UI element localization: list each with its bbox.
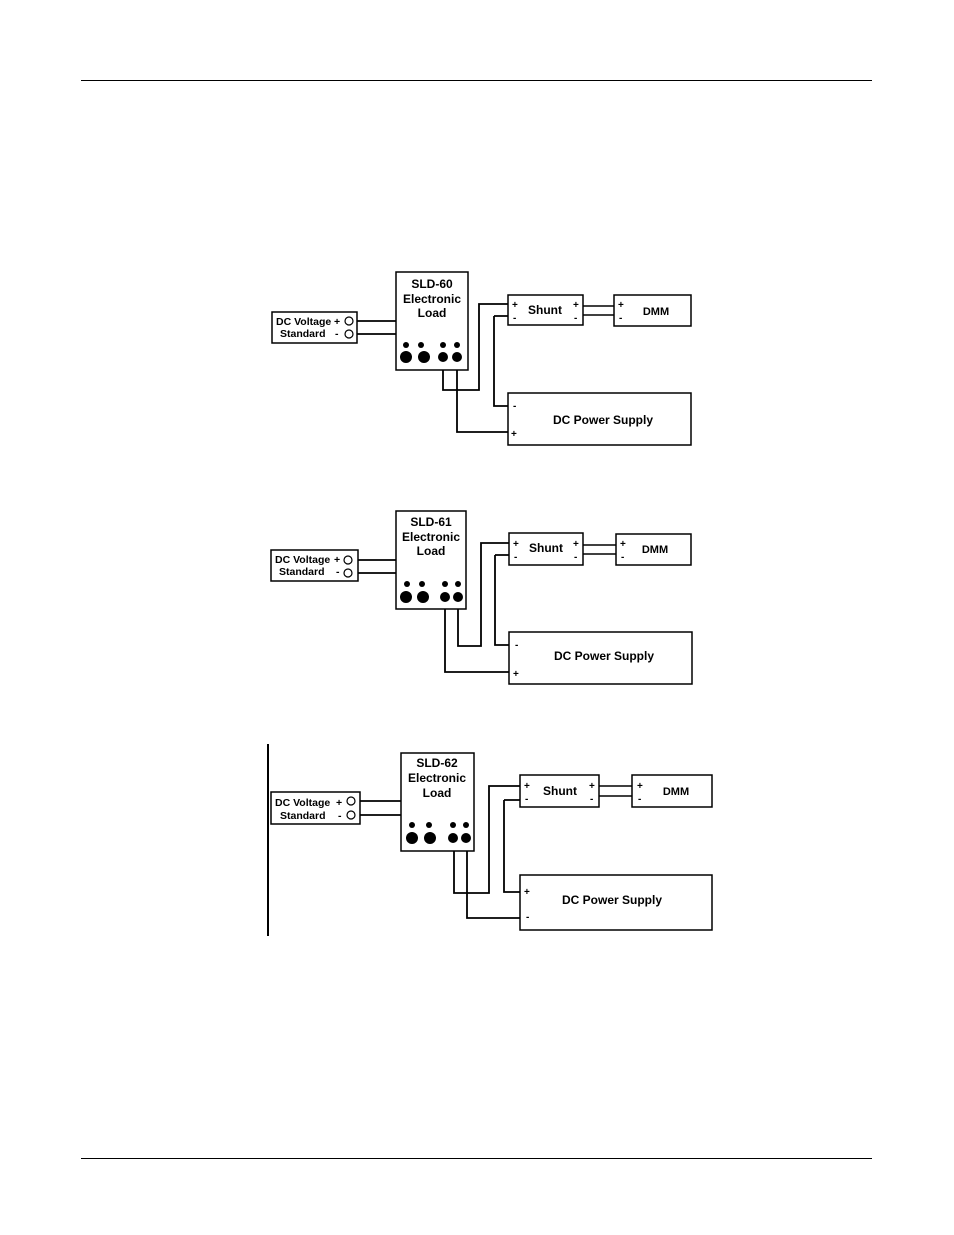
dmm-box (615, 533, 692, 566)
shunt-label: Shunt (528, 303, 562, 317)
binding-post-icon (344, 316, 354, 326)
dmm-minus: - (619, 313, 622, 324)
wire-shunt-dmm-1 (582, 305, 614, 316)
wire-shunt-dmm-3 (598, 785, 632, 797)
load-line3: Load (418, 306, 447, 320)
standard-minus: - (336, 566, 340, 578)
footer-rule (81, 1158, 872, 1159)
power-supply-label: DC Power Supply (554, 649, 654, 663)
load-line2: Electronic (402, 530, 460, 544)
shunt-plus-left: + (513, 539, 519, 550)
power-supply-box (508, 631, 693, 685)
wire-shunt-psu-1 (493, 315, 508, 407)
shunt-box (508, 532, 584, 566)
psu-bottom-terminal: - (526, 912, 529, 923)
shunt-minus-left: - (513, 313, 516, 324)
standard-line1: DC Voltage (276, 316, 331, 328)
shunt-minus-right: - (590, 794, 593, 805)
shunt-box (519, 774, 600, 808)
header-rule (81, 80, 872, 81)
wire-load-shunt-2 (457, 542, 509, 647)
dmm-label: DMM (642, 544, 668, 556)
binding-post-icon (346, 796, 356, 806)
psu-top-terminal: - (515, 640, 518, 651)
load-line2: Electronic (403, 292, 461, 306)
binding-post-icon (344, 329, 354, 339)
shunt-plus-right: + (573, 539, 579, 550)
change-bar (267, 744, 269, 936)
dmm-box (613, 294, 692, 327)
shunt-plus-left: + (512, 300, 518, 311)
load-model: SLD-61 (410, 515, 452, 529)
shunt-minus-right: - (574, 552, 577, 563)
diagram-sld-62: DC Voltage Standard + - SLD-62 Electroni… (270, 752, 713, 931)
wire-load-shunt-1 (442, 303, 508, 391)
power-supply-label: DC Power Supply (562, 893, 662, 907)
binding-post-icon (346, 810, 356, 820)
standard-plus: + (334, 554, 340, 566)
psu-bottom-terminal: + (511, 429, 517, 440)
dmm-box (631, 774, 713, 808)
wire-load-psu-plus-1 (456, 354, 508, 433)
wire-load-psu-minus-3 (466, 839, 520, 919)
standard-line2: Standard (279, 566, 325, 578)
psu-top-terminal: - (513, 401, 516, 412)
standard-line2: Standard (280, 328, 326, 340)
standard-line2: Standard (280, 810, 326, 822)
load-model: SLD-60 (411, 277, 453, 291)
wire-load-shunt-3 (453, 785, 520, 894)
power-supply-box (519, 874, 713, 931)
power-supply-box (507, 392, 692, 446)
shunt-box (507, 294, 584, 326)
wire-shunt-dmm-2 (583, 544, 616, 555)
dmm-label: DMM (663, 786, 689, 798)
voltage-standard-box (270, 791, 361, 825)
dmm-plus: + (620, 539, 626, 550)
dmm-plus: + (637, 781, 643, 792)
shunt-label: Shunt (543, 784, 577, 798)
shunt-label: Shunt (529, 541, 563, 555)
standard-line1: DC Voltage (275, 797, 330, 809)
standard-minus: - (338, 810, 342, 822)
dmm-minus: - (638, 794, 641, 805)
shunt-plus-right: + (589, 781, 595, 792)
standard-line1: DC Voltage (275, 554, 330, 566)
load-model: SLD-62 (416, 756, 458, 770)
load-line3: Load (417, 544, 446, 558)
psu-bottom-terminal: + (513, 669, 519, 680)
wire-shunt-psu-3 (503, 799, 520, 893)
binding-post-icon (343, 555, 353, 565)
dmm-label: DMM (643, 306, 669, 318)
standard-plus: + (336, 797, 342, 809)
standard-plus: + (334, 316, 340, 328)
dmm-minus: - (621, 552, 624, 563)
wire-shunt-psu-2 (494, 554, 509, 646)
standard-minus: - (335, 328, 339, 340)
terminal-jacks (406, 822, 471, 844)
power-supply-label: DC Power Supply (553, 413, 653, 427)
load-line3: Load (423, 786, 452, 800)
dmm-plus: + (618, 300, 624, 311)
shunt-minus-left: - (514, 552, 517, 563)
terminal-jacks (400, 581, 463, 603)
diagram-sld-60: DC Voltage Standard + - SLD-60 Electroni… (271, 271, 692, 446)
binding-post-icon (343, 568, 353, 578)
shunt-plus-left: + (524, 781, 530, 792)
terminal-jacks (400, 342, 462, 363)
voltage-standard-box (270, 549, 359, 582)
shunt-minus-right: - (574, 313, 577, 324)
shunt-plus-right: + (573, 300, 579, 311)
psu-top-terminal: + (524, 887, 530, 898)
load-line2: Electronic (408, 771, 466, 785)
wire-load-psu-plus-2 (444, 597, 509, 673)
diagram-sld-61: DC Voltage Standard + - SLD-61 Electroni… (270, 510, 693, 685)
shunt-minus-left: - (525, 794, 528, 805)
voltage-standard-box (271, 311, 358, 344)
